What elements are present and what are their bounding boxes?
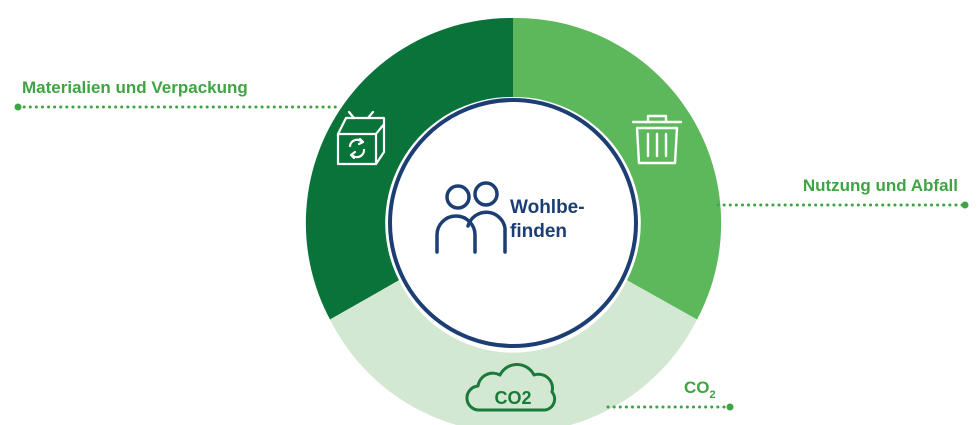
label-co2-subscript: 2: [710, 389, 716, 401]
trash-bin-icon: [631, 114, 683, 165]
label-co2: CO2: [684, 378, 716, 401]
center-title-line1: Wohlbe-: [510, 197, 585, 218]
people-icon: [435, 181, 507, 254]
center-circle: [388, 98, 638, 348]
co2-icon-text: CO2: [494, 388, 531, 408]
co2-cloud-icon: CO2: [465, 362, 557, 412]
leader-usage: [716, 201, 969, 209]
label-co2-main: CO: [684, 378, 710, 397]
recycle-box-icon: [336, 110, 386, 166]
leader-co2: [606, 403, 734, 411]
label-usage: Nutzung und Abfall: [803, 176, 958, 195]
label-materials: Materialien und Verpackung: [22, 78, 248, 97]
segment-materials: [305, 17, 513, 320]
center-title-line2: finden: [510, 221, 567, 242]
segment-co2: [330, 280, 697, 425]
leader-materials: [14, 103, 342, 111]
segment-usage: [513, 17, 722, 320]
